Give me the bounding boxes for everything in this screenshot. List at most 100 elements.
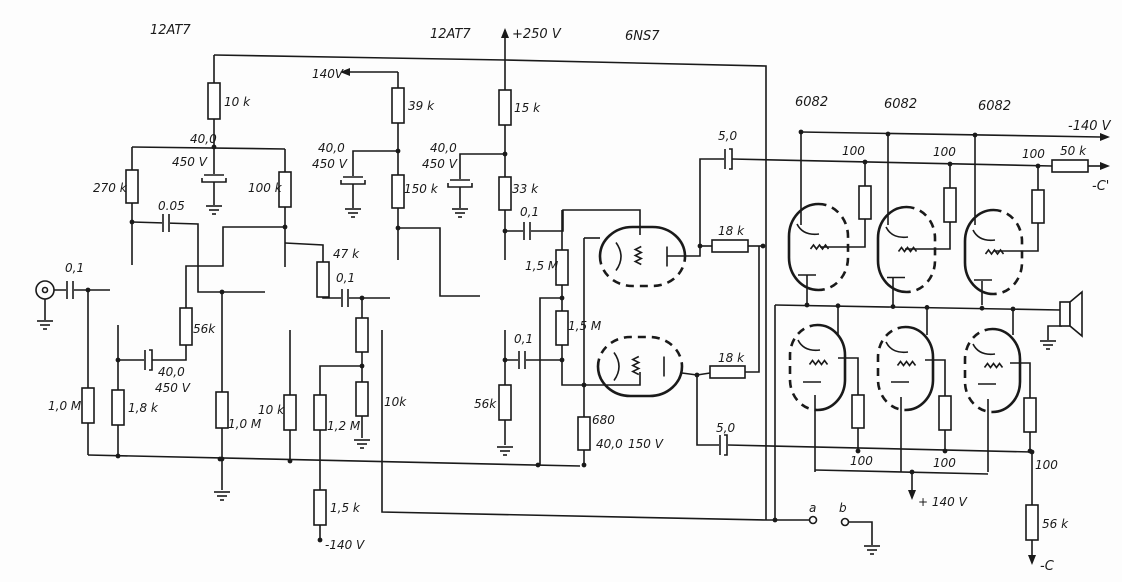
label: 100 [1022,147,1045,161]
capacitor-plate [149,349,153,371]
terminal-b [840,517,850,527]
capacitor-gap [450,179,470,187]
wire [800,131,1101,138]
label: 450 V [422,157,458,171]
label: 1,5 M [568,319,602,333]
grid-electrode [896,360,917,367]
cathode-electrode [972,343,996,356]
wire [539,297,562,465]
label: 1,0 M [48,399,82,413]
wire [1047,325,1062,340]
wire [814,469,989,475]
terminal-b-label: b [839,501,847,515]
junction-dot [317,537,323,543]
wire [745,246,760,373]
label: 40,0 [190,132,217,146]
label: 47 k [333,247,360,261]
wire [87,454,581,467]
resistor [858,185,872,220]
arrow-icon [1100,133,1110,141]
grid-electrode [984,248,1005,256]
junction-dot [972,132,978,138]
grid-electrode [983,362,1004,369]
capacitor-gap [66,281,74,299]
tube-envelope [598,256,687,288]
wire [774,304,1061,311]
cathode-electrode [885,226,909,239]
resistor [1025,504,1039,541]
label: 1,5 M [525,259,559,273]
grid-electrode [808,359,829,366]
resistor [577,416,591,451]
tube-envelope [818,202,850,292]
label: 40,0 [318,141,345,155]
wire [131,146,286,150]
wire [699,158,725,246]
label: 56k [474,397,497,411]
tube-envelope [963,327,993,414]
capacitor-plate [729,148,733,170]
tube-label-out2: 6082 [884,97,917,112]
label: 0.05 [158,199,185,213]
resistor [1031,189,1045,224]
label: 0,1 [336,271,355,285]
label: 100 [1035,458,1058,472]
label: 150 k [404,182,439,196]
wire [849,521,873,545]
wire [398,227,480,297]
heater-electrode [631,355,641,376]
wire [731,158,1053,167]
capacitor-plate [447,183,473,188]
cathode-electrode [796,223,820,236]
label: 5,0 [718,129,737,143]
label: 150 V [628,437,664,451]
label: 50 k [1060,144,1087,158]
junction-dot [115,453,121,459]
capacitor-gap [523,222,531,240]
resistor [207,82,221,120]
label: 450 V [312,157,348,171]
capacitor-gap [719,435,727,455]
wire [696,375,720,446]
junction-dot [890,304,896,309]
arrow-icon [501,28,509,38]
supply-pos-140v: + 140 V [918,495,968,509]
junction-dot [581,382,587,388]
label: 450 V [172,155,208,169]
label: 1,2 M [327,419,361,433]
wire [131,221,265,293]
terminal-a-label: a [809,501,816,515]
resistor [498,384,512,421]
label: 40,0 [596,437,623,451]
junction-dot [798,129,804,135]
resistor [711,239,749,253]
resistor [943,187,957,223]
terminal-a [808,515,818,525]
bias-c-prime: -C' [1092,179,1109,194]
label: 10k [384,395,407,409]
wire [696,372,711,376]
wire [150,226,285,361]
resistor [498,176,512,211]
label: 100 [933,145,956,159]
resistor [81,387,95,424]
wire [459,153,505,208]
tube-envelope [905,325,935,412]
wire [561,210,641,386]
junction-dot [219,456,225,462]
resistor [313,394,327,431]
label: 0,1 [520,205,539,219]
tube-envelope [876,205,907,294]
tube-envelope [596,335,684,367]
resistor [709,365,746,379]
resistor [179,307,193,346]
wire [352,150,398,208]
label: 100 k [248,181,283,195]
resistor [851,394,865,429]
wire [213,54,767,520]
capacitor-gap [724,149,732,169]
label: 1,0 M [228,417,262,431]
label: 1,8 k [128,401,159,415]
input-jack-icon [35,280,55,300]
